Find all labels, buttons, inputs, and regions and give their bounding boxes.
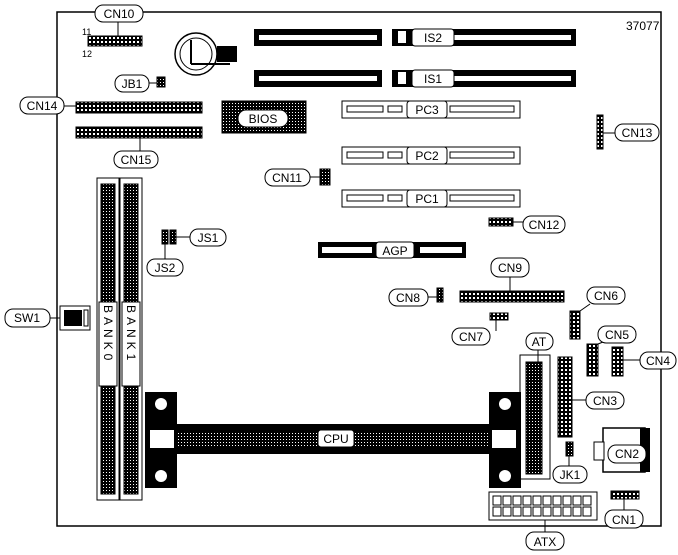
cn13-label: CN13 bbox=[622, 126, 653, 140]
atx-pin bbox=[542, 506, 552, 517]
cn11-label: CN11 bbox=[272, 171, 302, 185]
bank1-label: BANK1 bbox=[124, 305, 138, 364]
atx-pin bbox=[532, 495, 542, 506]
at-connector: AT bbox=[519, 332, 554, 480]
cn7-label: CN7 bbox=[459, 330, 483, 344]
cn14-connector: CN14 bbox=[19, 96, 203, 115]
bank0-slot: BANK0 bbox=[96, 177, 120, 501]
atx-label: ATX bbox=[534, 535, 556, 549]
cn13-connector: CN13 bbox=[596, 114, 660, 150]
pin-11-label: 11 bbox=[82, 27, 91, 37]
cn4-label: CN4 bbox=[646, 354, 670, 368]
at-label: AT bbox=[532, 335, 547, 349]
atx-pin bbox=[502, 506, 512, 517]
cn6-label: CN6 bbox=[594, 289, 618, 303]
atx-pin bbox=[562, 495, 572, 506]
agp-label: AGP bbox=[382, 244, 407, 258]
jb1-jumper: JB1 bbox=[114, 74, 166, 93]
jk1-label: JK1 bbox=[560, 468, 581, 482]
jk1-jumper: JK1 bbox=[552, 441, 588, 484]
cpu-slot: CPU bbox=[145, 392, 521, 488]
sw1-switch: SW1 bbox=[4, 305, 91, 331]
bank0-label: BANK0 bbox=[101, 305, 115, 364]
is2-label: IS2 bbox=[424, 31, 442, 45]
js-jumpers: JS1 JS2 bbox=[146, 228, 227, 277]
cn3-label: CN3 bbox=[593, 394, 617, 408]
is1-label: IS1 bbox=[424, 72, 442, 86]
cpu-label: CPU bbox=[323, 432, 348, 446]
atx-pin bbox=[582, 506, 592, 517]
cn10-connector: CN10 11 12 bbox=[82, 4, 144, 59]
cn2-connector: CN2 bbox=[593, 427, 650, 473]
is2-slot: IS2 bbox=[254, 28, 576, 47]
pc3-slot: PC3 bbox=[341, 100, 521, 119]
bios-label: BIOS bbox=[249, 112, 278, 126]
cn6-connector: CN6 bbox=[569, 286, 626, 340]
atx-pin bbox=[562, 506, 572, 517]
cn9-connector: CN9 bbox=[459, 257, 565, 303]
atx-pin bbox=[492, 495, 502, 506]
atx-pin bbox=[522, 506, 532, 517]
atx-pin bbox=[512, 506, 522, 517]
atx-pin bbox=[522, 495, 532, 506]
atx-pin bbox=[572, 495, 582, 506]
atx-pin bbox=[512, 495, 522, 506]
atx-pin bbox=[532, 506, 542, 517]
sw1-label: SW1 bbox=[14, 311, 40, 325]
atx-pin bbox=[492, 506, 502, 517]
pc3-label: PC3 bbox=[415, 103, 439, 117]
cn9-label: CN9 bbox=[498, 261, 522, 275]
atx-pin bbox=[552, 506, 562, 517]
cn7-connector: CN7 bbox=[451, 312, 509, 346]
cn4-connector: CN4 bbox=[611, 346, 677, 377]
jb1-label: JB1 bbox=[122, 77, 143, 91]
cn2-label: CN2 bbox=[615, 447, 639, 461]
cn1-connector: CN1 bbox=[604, 490, 644, 529]
cn15-label: CN15 bbox=[121, 153, 152, 167]
atx-pin bbox=[552, 495, 562, 506]
cn11-connector: CN11 bbox=[264, 168, 331, 187]
atx-pin bbox=[582, 495, 592, 506]
agp-slot: AGP bbox=[318, 241, 466, 259]
pin-12-label: 12 bbox=[82, 49, 92, 59]
js1-label: JS1 bbox=[198, 231, 219, 245]
cn5-label: CN5 bbox=[605, 328, 629, 342]
atx-pin bbox=[502, 495, 512, 506]
cn1-label: CN1 bbox=[612, 513, 636, 527]
cn3-connector: CN3 bbox=[557, 356, 625, 438]
atx-connector: ATX bbox=[488, 491, 598, 551]
cn12-label: CN12 bbox=[529, 218, 560, 232]
battery bbox=[174, 32, 237, 76]
bank1-slot: BANK1 bbox=[119, 177, 143, 501]
cn8-label: CN8 bbox=[396, 291, 420, 305]
js2-label: JS2 bbox=[155, 261, 176, 275]
cn8-connector: CN8 bbox=[388, 287, 444, 307]
pc1-label: PC1 bbox=[415, 192, 439, 206]
atx-pin bbox=[542, 495, 552, 506]
cn10-label: CN10 bbox=[104, 7, 135, 21]
atx-pin bbox=[572, 506, 582, 517]
pc2-slot: PC2 bbox=[341, 146, 521, 165]
cn5-connector: CN5 bbox=[586, 325, 637, 377]
pc1-slot: PC1 bbox=[341, 189, 521, 208]
cn15-connector: CN15 bbox=[75, 126, 203, 169]
pc2-label: PC2 bbox=[415, 149, 439, 163]
figure-number: 37077 bbox=[626, 19, 660, 33]
cn12-connector: CN12 bbox=[488, 215, 566, 234]
bios-chip: BIOS bbox=[221, 100, 307, 134]
cn14-label: CN14 bbox=[27, 99, 58, 113]
is1-slot: IS1 bbox=[254, 69, 576, 88]
